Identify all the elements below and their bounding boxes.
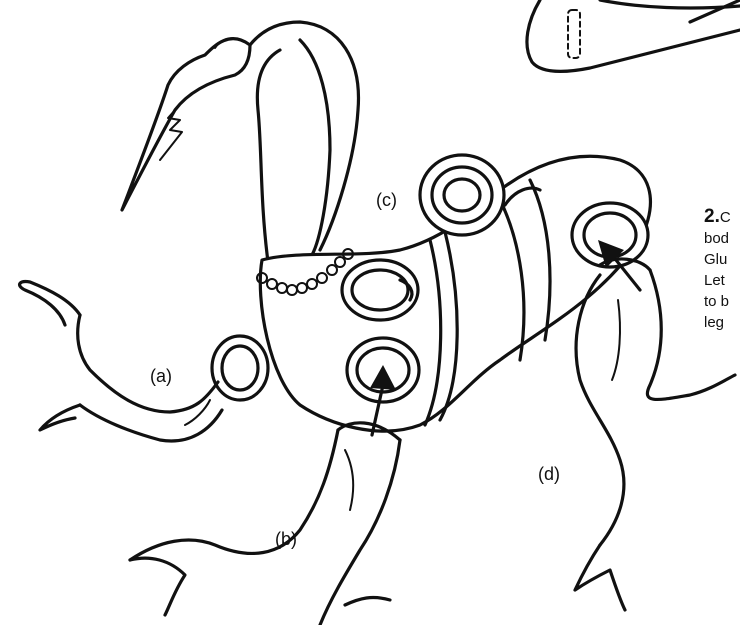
label-part-a: (a) — [150, 366, 172, 386]
step-text-line-4: Let — [704, 270, 740, 291]
top-right-part — [527, 0, 740, 71]
leg-b — [130, 423, 400, 625]
step-text-line-2: bod — [704, 228, 740, 249]
label-part-d: (d) — [538, 464, 560, 484]
neck-and-head — [122, 22, 358, 262]
step-text-line-5: to b — [704, 291, 740, 312]
step-text-line-6: leg — [704, 312, 740, 333]
step-line-1: 2.C — [704, 206, 740, 228]
arm-a — [20, 282, 222, 441]
step-instructions: 2.C bod Glu Let to b leg — [704, 206, 740, 333]
step-number: 2. — [704, 206, 720, 227]
label-part-c: (c) — [376, 190, 397, 210]
label-part-b: (b) — [275, 529, 297, 549]
step-text-line-3: Glu — [704, 249, 740, 270]
step-text-line-1: C — [720, 209, 731, 226]
